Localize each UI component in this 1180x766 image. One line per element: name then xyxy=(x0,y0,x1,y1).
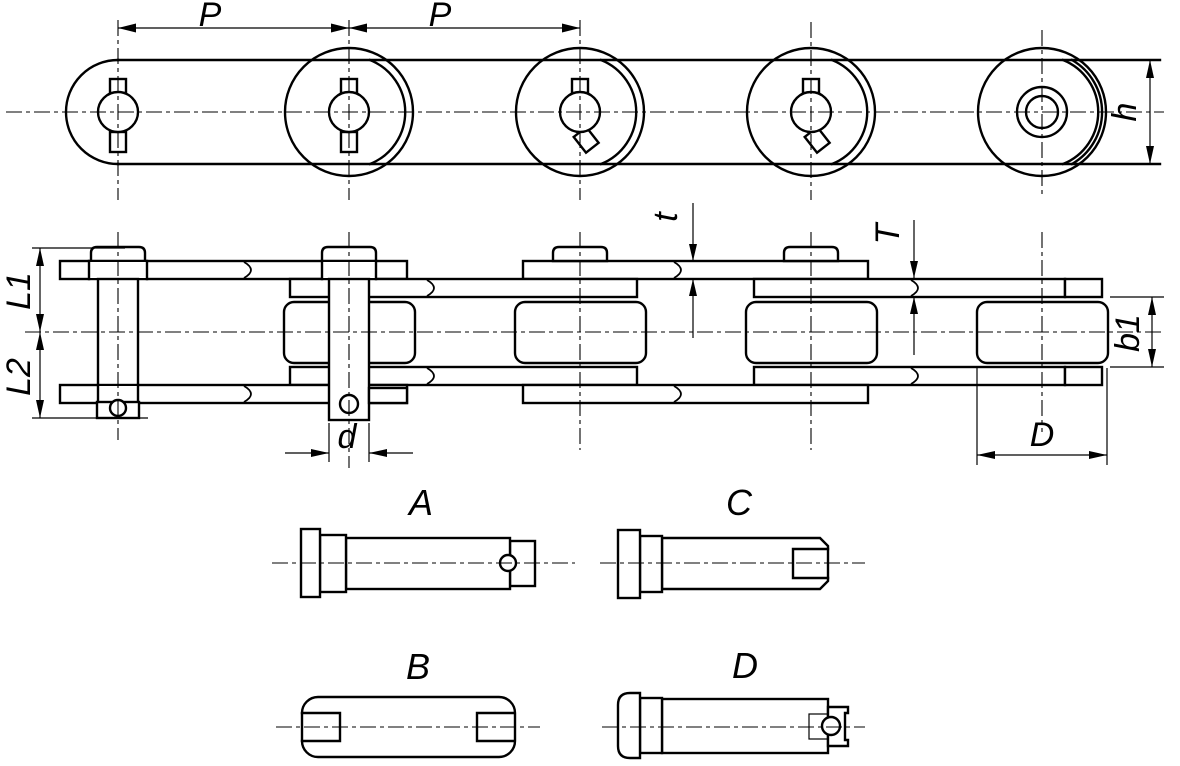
pin-variant-c: C xyxy=(600,482,865,600)
side-view-centerlines xyxy=(6,20,1164,200)
dim-plate-height: h xyxy=(1106,60,1154,164)
cotter-keys xyxy=(108,77,832,155)
pin-variant-d-label: D xyxy=(732,645,758,686)
pin-variant-b: B xyxy=(276,646,540,759)
dim-pin-diameter: d xyxy=(285,418,413,462)
pin-variant-a: A xyxy=(272,482,575,599)
dim-inner-plate-thickness: T xyxy=(869,220,918,355)
pin-variant-a-label: A xyxy=(407,482,433,523)
dim-outer-plate-thickness: t xyxy=(647,203,697,338)
pin-variant-d: D xyxy=(602,645,865,760)
dim-pin-lengths: L1 L2 xyxy=(0,247,148,419)
plan-view-centerlines xyxy=(25,232,1164,468)
dim-label-inner-width: b1 xyxy=(1109,314,1147,352)
dim-label-inner-plate-thickness: T xyxy=(869,221,907,244)
pin-variant-b-label: B xyxy=(406,646,430,687)
dim-label-pin-diameter: d xyxy=(338,418,358,456)
plate-waist-curves xyxy=(243,261,919,403)
dim-roller-diameter: D xyxy=(976,368,1108,465)
dim-inner-width: b1 xyxy=(1109,296,1164,368)
plan-view: L1 L2 t T b1 d xyxy=(0,203,1164,468)
dim-label-pitch-2: P xyxy=(429,0,452,34)
plan-view-plates xyxy=(58,259,1104,405)
dim-label-lower-pin-length: L2 xyxy=(0,358,38,396)
pin-variant-c-label: C xyxy=(726,482,753,523)
dim-label-upper-pin-length: L1 xyxy=(0,272,38,310)
dim-label-plate-height: h xyxy=(1106,103,1144,122)
pin-head-caps xyxy=(89,245,840,263)
side-view: P P h xyxy=(6,0,1164,200)
dim-label-outer-plate-thickness: t xyxy=(647,211,685,222)
dim-label-pitch-1: P xyxy=(199,0,222,34)
